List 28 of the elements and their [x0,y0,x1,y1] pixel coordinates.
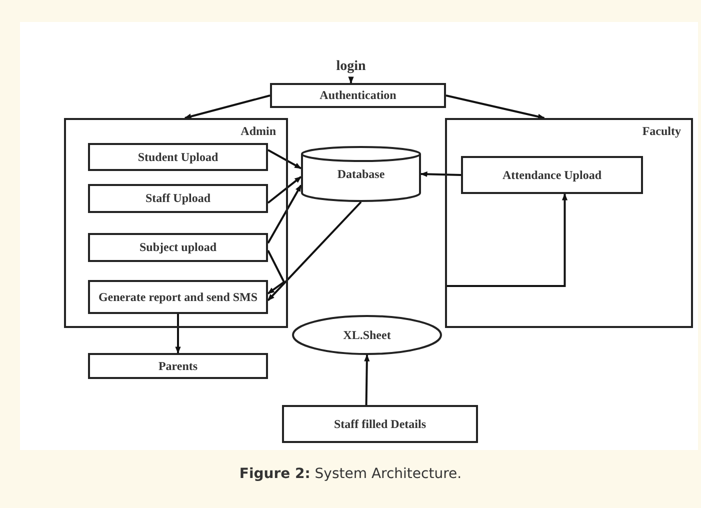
process-box: Student Upload [88,143,268,171]
container-box [64,118,288,328]
process-box: Staff Upload [88,184,268,213]
arrow [364,354,370,406]
arrow [267,176,302,204]
node-label: Database [337,166,385,182]
group-heading: Admin [240,124,276,139]
node-label: XL.Sheet [343,328,391,342]
arrow [348,76,354,84]
arrow [445,193,568,287]
process-box: Attendance Upload [461,156,643,194]
arrow [184,94,270,120]
arrow [267,250,286,294]
process-box: Staff filled Details [282,405,478,443]
text-label: login [320,56,382,78]
process-box: Parents [88,353,268,379]
arrow [175,314,181,354]
process-box: Generate report and send SMS [88,280,268,314]
arrow [268,149,302,170]
arrow [267,184,302,244]
process-box: Subject upload [88,233,268,262]
process-box: Authentication [270,83,446,108]
figure-caption: Figure 2: System Architecture. [238,466,463,482]
arrow [446,94,545,120]
arrow [420,171,462,177]
container-box [445,118,693,328]
group-heading: Faculty [642,124,681,139]
arrow [267,201,362,302]
